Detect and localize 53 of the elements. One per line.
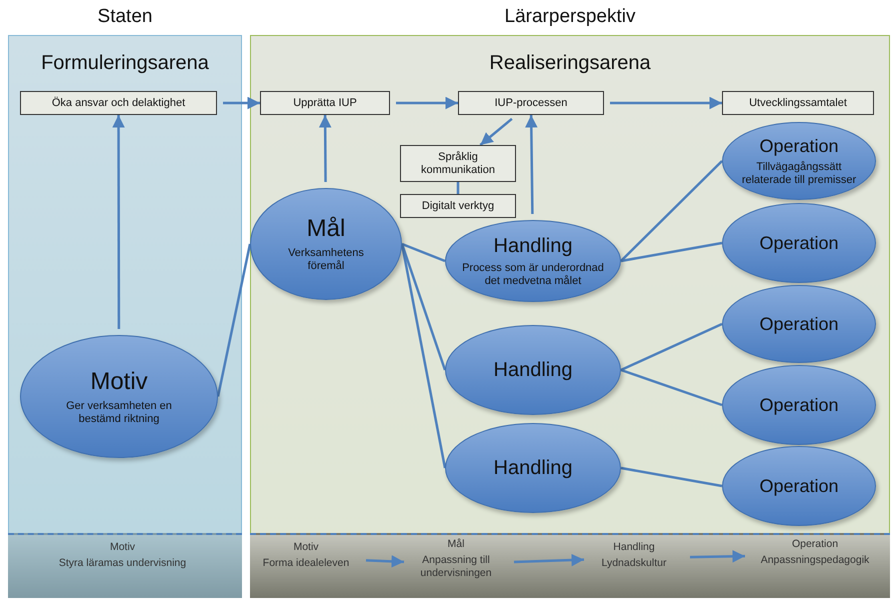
- process-box: Utvecklingssamtalet: [722, 91, 874, 115]
- band-text: Forma idealeleven: [262, 557, 350, 570]
- arrow: [396, 96, 458, 110]
- band-heading: Mål: [448, 538, 464, 551]
- ellipse-title: Operation: [759, 394, 839, 416]
- arrow: [223, 96, 260, 110]
- arrow: [514, 554, 584, 566]
- ellipse-title: Operation: [759, 314, 839, 334]
- arrow: [525, 114, 538, 214]
- process-box: Språklig kommunikation: [400, 145, 516, 182]
- ellipse-title: Operation: [759, 136, 839, 156]
- arena-heading: Realiseringsarena: [488, 52, 652, 75]
- arena-heading: Formuleringsarena: [40, 52, 210, 75]
- connector-line: [216, 244, 252, 397]
- band-text: Anpassning till undervisningen: [419, 554, 493, 580]
- arrow: [366, 555, 404, 568]
- arrow: [610, 96, 722, 110]
- ellipse-title: Operation: [759, 476, 839, 496]
- ellipse-title: Mål: [306, 215, 346, 243]
- connector-line: [620, 322, 723, 372]
- band-text: Anpassningspedagogik: [760, 554, 870, 567]
- ellipse-title: Handling: [494, 234, 572, 258]
- arrow: [112, 115, 125, 329]
- arrow: [480, 118, 513, 146]
- connector-line: [400, 244, 446, 370]
- ellipse-text: Ger verksamheten en bestämd riktning: [65, 400, 173, 426]
- process-box: Öka ansvar och delaktighet: [20, 91, 217, 115]
- ellipse-title: Handling: [494, 456, 572, 480]
- band-heading: Motiv: [110, 541, 136, 554]
- process-box: IUP-processen: [458, 91, 604, 115]
- connector-line: [456, 182, 460, 194]
- ellipse-title: Motiv: [90, 368, 148, 396]
- ellipse-title: Handling: [494, 358, 572, 382]
- perspective-heading: Lärarperspektiv: [504, 6, 636, 28]
- process-box: Digitalt verktyg: [400, 194, 516, 218]
- band-heading: Operation: [792, 538, 838, 551]
- band-heading: Motiv: [293, 541, 319, 554]
- connector-line: [620, 242, 722, 262]
- connector-line: [620, 160, 723, 262]
- ellipse-text: Verksamhetens föremål: [287, 247, 365, 273]
- ellipse-text: Process som är underordnad det medvetna målet: [461, 262, 605, 288]
- band-text: Lydnadskultur: [602, 557, 666, 570]
- process-box: Upprätta IUP: [260, 91, 390, 115]
- perspective-heading: Staten: [96, 6, 154, 28]
- connector-line: [620, 466, 722, 488]
- arrow: [690, 550, 746, 563]
- band-heading: Handling: [613, 541, 655, 554]
- connector-line: [402, 242, 446, 262]
- ellipse-text: Tillvägagångssätt relaterade till premisser: [740, 160, 858, 186]
- band-text: Styra läramas undervisning: [58, 557, 186, 570]
- ellipse-title: Operation: [759, 232, 839, 254]
- arrow: [318, 115, 332, 182]
- connector-line: [620, 368, 722, 406]
